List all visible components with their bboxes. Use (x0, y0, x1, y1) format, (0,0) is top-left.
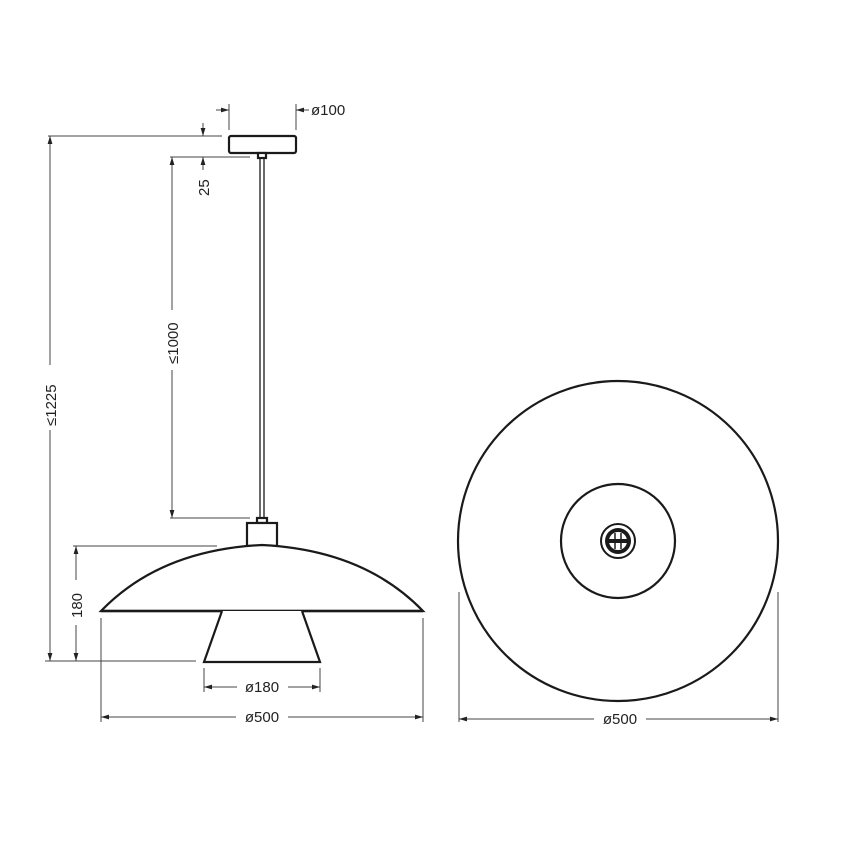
diffuser-cone (202, 610, 322, 664)
dim-shade-height: 180 (45, 545, 217, 662)
dim-canopy-diameter: ø100 (216, 102, 345, 130)
side-view: ø100 25 ≤1000 ≤1225 (43, 102, 426, 726)
lamp-socket-icon (600, 523, 636, 559)
diffuser-diameter-label: ø180 (245, 679, 279, 696)
diffuser-circle (559, 482, 677, 600)
total-height-label: ≤1225 (43, 384, 60, 426)
shade-diameter-side-label: ø500 (245, 709, 279, 726)
dim-diffuser-diameter: ø180 (203, 668, 321, 696)
socket-housing (245, 516, 279, 548)
ceiling-canopy (227, 134, 298, 160)
dim-shade-diameter-bottom: ø500 (458, 592, 779, 728)
dim-canopy-height: 25 (196, 123, 213, 196)
dim-total-height: ≤1225 (43, 136, 60, 661)
dim-shade-diameter-side: ø500 (100, 618, 424, 726)
cable-length-label: ≤1000 (165, 322, 182, 364)
dim-cable-length: ≤1000 (165, 157, 250, 519)
shade-height-label: 180 (69, 593, 86, 618)
bottom-view: ø500 (456, 379, 780, 728)
shade-diameter-bottom-label: ø500 (603, 711, 637, 728)
shade-dome (98, 543, 426, 613)
canopy-height-label: 25 (196, 179, 213, 196)
canopy-diameter-label: ø100 (311, 102, 345, 119)
shade-outer-circle (456, 379, 780, 703)
suspension-rod (259, 158, 265, 518)
